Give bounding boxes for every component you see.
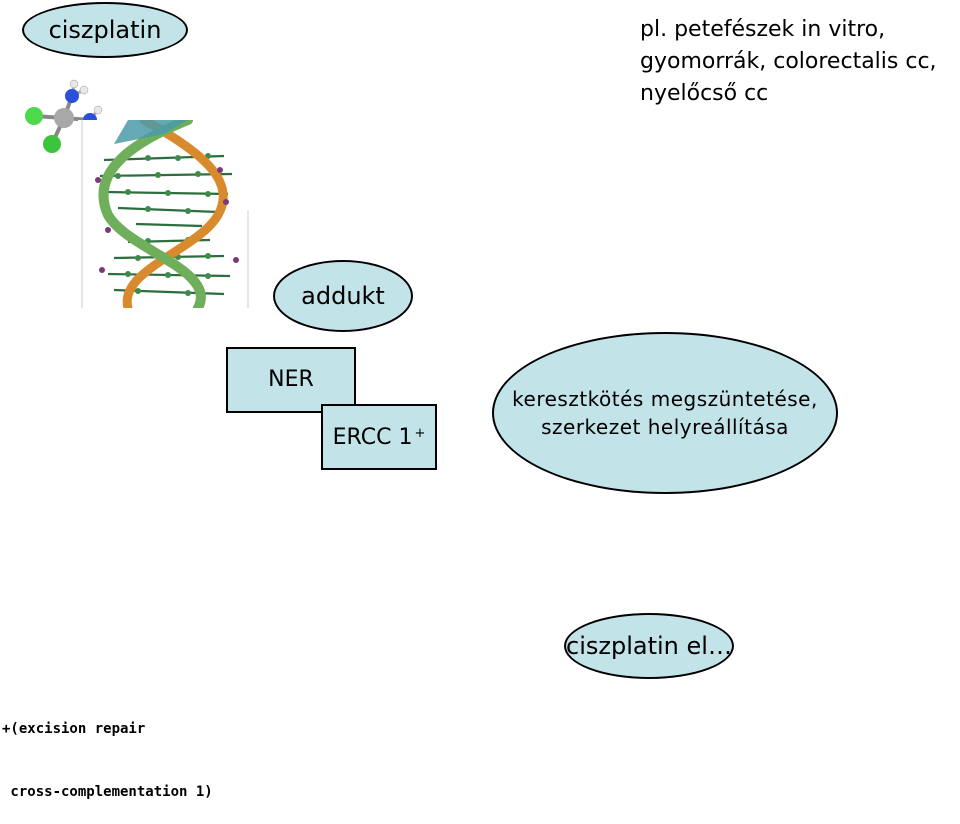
footnote-line: cross-complementation 1) — [2, 784, 213, 800]
chlorine-atom — [43, 135, 61, 153]
adduct-label: addukt — [301, 282, 385, 310]
ner-box: NER — [226, 347, 356, 413]
hydrogen-atom — [69, 79, 79, 89]
chlorine-atom — [25, 107, 43, 125]
nitrogen-atom — [65, 89, 79, 103]
cisplatin-label: ciszplatin — [48, 16, 162, 44]
platinum-atom — [54, 108, 74, 128]
adduct-ellipse: addukt — [273, 260, 413, 332]
repair-line: keresztkötés megszüntetése, — [512, 387, 818, 411]
footnote: +(excision repair cross-complementation … — [2, 677, 213, 824]
ercc1-label: ERCC 1 — [332, 424, 413, 450]
dna-backbone-green — [98, 120, 206, 308]
note-line: pl. petefészek in vitro, — [640, 17, 886, 42]
ercc1-box: ERCC 1+ — [321, 404, 437, 470]
hydrogen-atom — [79, 85, 89, 95]
cisplatin-out-ellipse: ciszplatin el… — [564, 613, 734, 679]
footnote-line: +(excision repair — [2, 721, 146, 737]
repair-line: szerkezet helyreállítása — [541, 415, 789, 439]
note-text: pl. petefészek in vitro, gyomorrák, colo… — [640, 14, 937, 110]
ner-label: NER — [268, 367, 314, 392]
note-line: nyelőcső cc — [640, 81, 769, 106]
hydrogen-atom — [93, 105, 103, 115]
cisplatin-ellipse: ciszplatin — [22, 2, 188, 58]
ercc1-footnote-mark: + — [414, 425, 426, 441]
cisplatin-molecule-image — [25, 79, 103, 153]
note-line: gyomorrák, colorectalis cc, — [640, 49, 937, 74]
repair-ellipse: keresztkötés megszüntetése, szerkezet he… — [492, 332, 838, 494]
cisplatin-out-label: ciszplatin el… — [566, 632, 732, 660]
dna-helix-image — [78, 120, 250, 308]
dna-backbone-orange — [122, 120, 228, 308]
